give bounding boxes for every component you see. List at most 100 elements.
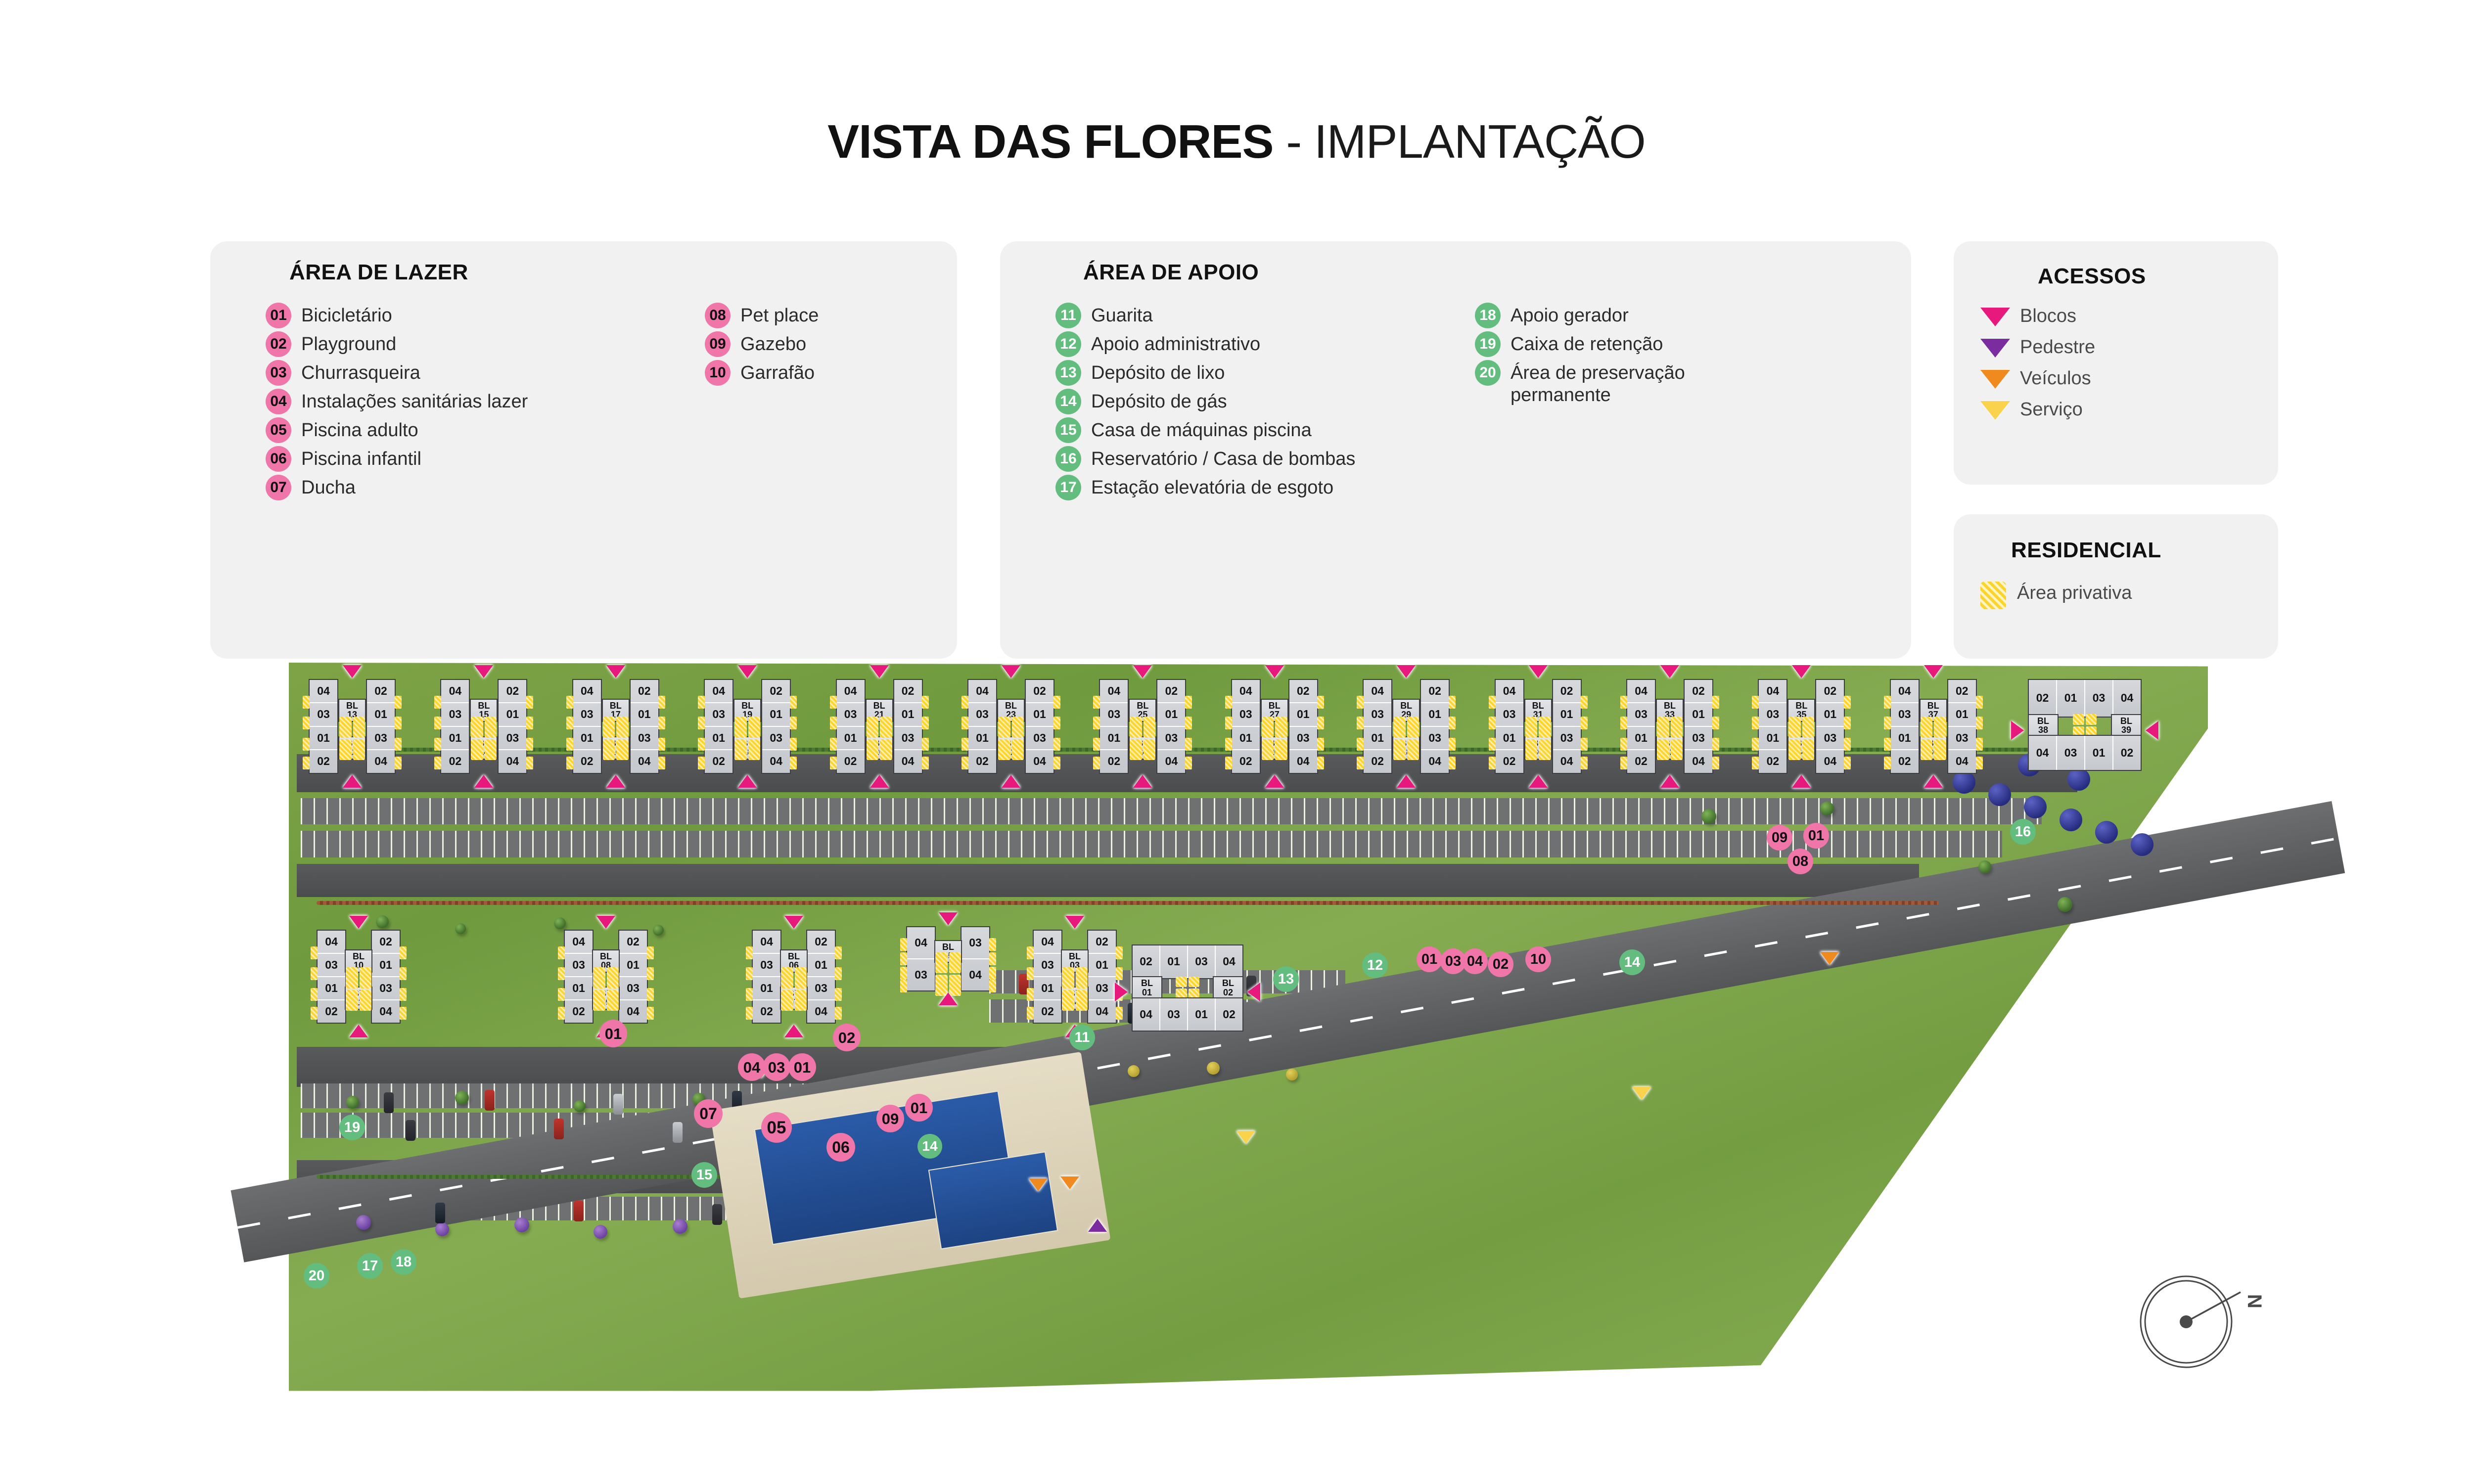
- map-marker-03[interactable]: 03: [1440, 948, 1466, 974]
- legend-item[interactable]: 17 Estação elevatória de esgoto: [1055, 475, 1461, 500]
- legend-item[interactable]: 15 Casa de máquinas piscina: [1055, 417, 1461, 443]
- map-marker-01[interactable]: 01: [788, 1053, 816, 1081]
- compass-north-label: N: [2244, 1294, 2266, 1308]
- unit: 01: [2085, 736, 2113, 770]
- legend-item[interactable]: 18 Apoio gerador: [1475, 303, 1811, 328]
- private-area: [2085, 714, 2097, 725]
- access-marker-blocos-icon: [1923, 665, 1943, 678]
- map-marker-01[interactable]: 01: [1803, 823, 1829, 849]
- access-item-veiculos[interactable]: Veículos: [1980, 367, 2267, 389]
- page-title-bold: VISTA DAS FLORES: [827, 115, 1274, 168]
- legend-item[interactable]: 01 Bicicletário: [266, 303, 641, 328]
- map-marker-02[interactable]: 02: [833, 1024, 861, 1051]
- map-marker-09[interactable]: 09: [1767, 825, 1792, 851]
- unit: 03: [1627, 703, 1655, 727]
- map-marker-02[interactable]: 02: [1488, 951, 1513, 977]
- unit: 04: [1824, 755, 1837, 768]
- private-area: [1788, 717, 1801, 738]
- map-marker-01[interactable]: 01: [1417, 946, 1442, 972]
- legend-item[interactable]: 20 Área de preservação permanente: [1475, 360, 1811, 406]
- private-area-group: [935, 952, 961, 996]
- legend-item[interactable]: 13 Depósito de lixo: [1055, 360, 1461, 386]
- map-marker-01[interactable]: 01: [905, 1094, 933, 1122]
- map-marker-07[interactable]: 07: [694, 1099, 723, 1128]
- legend-item[interactable]: 16 Reservatório / Casa de bombas: [1055, 446, 1461, 472]
- legend-item[interactable]: 19 Caixa de retenção: [1475, 331, 1811, 357]
- legend-label: Piscina infantil: [301, 449, 421, 469]
- residencial-item-area-privativa[interactable]: Área privativa: [1980, 582, 2132, 609]
- access-item-pedestre[interactable]: Pedestre: [1980, 336, 2267, 358]
- map-marker-15[interactable]: 15: [691, 1162, 717, 1188]
- private-area: [949, 952, 961, 974]
- map-marker-05[interactable]: 05: [761, 1112, 792, 1143]
- access-item-blocos[interactable]: Blocos: [1980, 305, 2267, 327]
- map-marker-13[interactable]: 13: [1273, 966, 1299, 992]
- map-marker-12[interactable]: 12: [1362, 952, 1388, 978]
- map-marker-14[interactable]: 14: [917, 1134, 942, 1159]
- legend-item[interactable]: 08 Pet place: [705, 303, 937, 328]
- legend-item[interactable]: 05 Piscina adulto: [266, 417, 641, 443]
- legend-item[interactable]: 06 Piscina infantil: [266, 446, 641, 472]
- map-marker-14[interactable]: 14: [1619, 949, 1645, 975]
- map-marker-20[interactable]: 20: [304, 1263, 329, 1289]
- private-area: [1407, 717, 1420, 738]
- legend-item[interactable]: 07 Ducha: [266, 475, 641, 500]
- access-marker-veiculos-icon: [1060, 1176, 1079, 1189]
- map-marker-08[interactable]: 08: [1787, 849, 1813, 874]
- map-marker-04[interactable]: 04: [1462, 948, 1488, 974]
- legend-item[interactable]: 14 Depósito de gás: [1055, 389, 1461, 414]
- map-marker-04[interactable]: 04: [738, 1053, 766, 1081]
- map-marker-10[interactable]: 10: [1525, 946, 1551, 972]
- private-area-group: [346, 967, 371, 1011]
- private-area: [602, 717, 615, 738]
- private-area: [1053, 696, 1060, 709]
- legend-item[interactable]: 04 Instalações sanitárias lazer: [266, 389, 641, 414]
- unit: 04: [374, 755, 387, 768]
- private-area: [1525, 739, 1538, 761]
- map-marker-17[interactable]: 17: [357, 1253, 383, 1279]
- cluster-bl38-bl39[interactable]: 02 01 03 04 BL 38 BL 39 04 03 01 02: [2011, 678, 2158, 771]
- map-marker-11[interactable]: 11: [1069, 1025, 1095, 1050]
- legend-item[interactable]: 12 Apoio administrativo: [1055, 331, 1461, 357]
- map-marker-16[interactable]: 16: [2010, 819, 2036, 845]
- private-area: [1844, 717, 1851, 730]
- legend-item[interactable]: 09 Gazebo: [705, 331, 937, 357]
- legend-item[interactable]: 03 Churrasqueira: [266, 360, 641, 386]
- legend-item[interactable]: 02 Playground: [266, 331, 641, 357]
- legend-item[interactable]: 10 Garrafão: [705, 360, 937, 386]
- access-item-servico[interactable]: Serviço: [1980, 398, 2267, 420]
- unit: 01: [1026, 703, 1053, 727]
- map-marker-09[interactable]: 09: [876, 1105, 904, 1132]
- private-area: [1062, 989, 1074, 1011]
- private-area-group: [1525, 717, 1551, 761]
- map-marker-01[interactable]: 01: [599, 1020, 627, 1047]
- map-marker-18[interactable]: 18: [391, 1249, 416, 1275]
- access-marker-blocos-icon: [349, 1025, 368, 1038]
- legend-item[interactable]: 11 Guarita: [1055, 303, 1461, 328]
- apoio-list-column-1: 11 Guarita 12 Apoio administrativo 13 De…: [1055, 303, 1461, 503]
- map-marker-06[interactable]: 06: [826, 1133, 855, 1162]
- cluster-bl01-bl02[interactable]: 02 01 03 04 BL 01 BL 02 04 03 01 02: [1115, 944, 1260, 1032]
- map-marker-03[interactable]: 03: [763, 1053, 790, 1081]
- map-marker-19[interactable]: 19: [339, 1115, 365, 1140]
